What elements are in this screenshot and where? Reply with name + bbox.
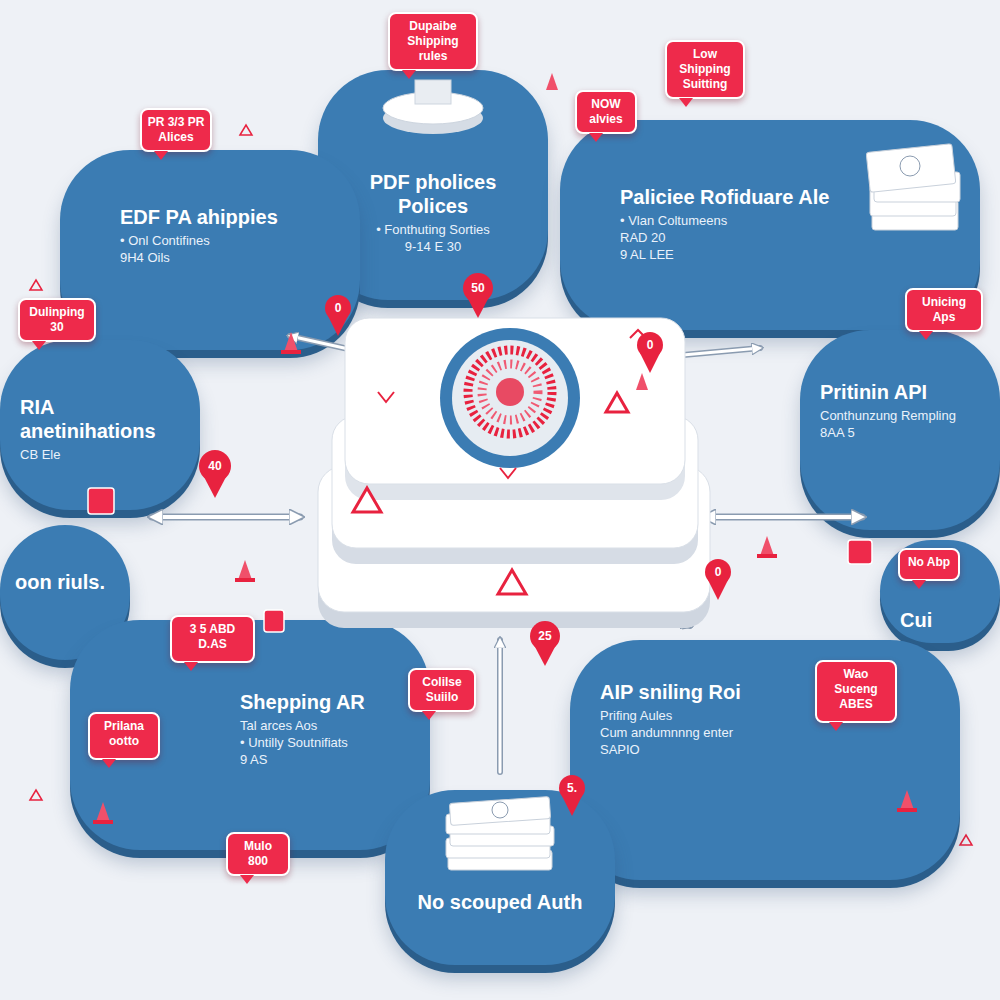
panel-heading: AIP sniling Roi	[600, 680, 810, 704]
panel-heading: EDF PA ahippies	[120, 205, 300, 229]
pin-number: 50	[471, 281, 484, 295]
panel-heading: oon riuls.	[15, 570, 115, 594]
panel-detail: • Onl Contifines	[120, 233, 300, 250]
callout-sign: NOW alvies	[575, 90, 637, 134]
sign-pedestal	[383, 80, 483, 134]
map-pins	[199, 273, 731, 816]
sign-text: Colilse Suiilo	[415, 675, 469, 705]
panel-detail: • Untilly Soutnifiats	[240, 735, 390, 752]
callout-sign: Colilse Suiilo	[408, 668, 476, 712]
callout-sign: 3 5 ABD D.AS	[170, 615, 255, 663]
policy-panel: RIA anetinihations CB Ele	[0, 340, 200, 510]
sign-text: Unicing Aps	[912, 295, 976, 325]
callout-sign: Low Shipping Suitting	[665, 40, 745, 99]
panel-detail: 9 AS	[240, 752, 390, 769]
sign-text: Dulinping 30	[25, 305, 89, 335]
panel-detail: 8AA 5	[820, 425, 985, 442]
callout-sign: Unicing Aps	[905, 288, 983, 332]
sign-text: Wao Suceng ABES	[822, 667, 890, 712]
panel-detail: Tal arces Aos	[240, 718, 390, 735]
panel-detail: CB Ele	[20, 447, 180, 464]
panel-detail: Conthunzung Rempling	[820, 408, 985, 425]
sign-text: Dupaibe Shipping rules	[395, 19, 471, 64]
callout-sign: Prilana ootto	[88, 712, 160, 760]
panel-heading: PDF pholices Polices	[338, 170, 528, 218]
callout-sign: No Abp	[898, 548, 960, 581]
pin-number: 0	[647, 338, 654, 352]
panel-detail: SAPIO	[600, 742, 810, 759]
pin-number: 5.	[567, 781, 577, 795]
callout-sign: Mulo 800	[226, 832, 290, 876]
callout-sign: PR 3/3 PR Alices	[140, 108, 212, 152]
panel-detail: Cum andumnnng enter	[600, 725, 810, 742]
paper-stack	[446, 797, 554, 870]
sign-text: 3 5 ABD D.AS	[177, 622, 248, 652]
callout-sign: Dulinping 30	[18, 298, 96, 342]
sign-text: Low Shipping Suitting	[672, 47, 738, 92]
pin-number: 40	[208, 459, 221, 473]
panel-heading: No scouped Auth	[405, 890, 595, 914]
callout-sign: Wao Suceng ABES	[815, 660, 897, 723]
policy-panel: AIP sniling RoiPrifing AulesCum andumnnn…	[570, 640, 960, 880]
paper-stack	[866, 144, 960, 230]
panel-detail: 9-14 E 30	[338, 239, 528, 256]
policy-panel: Pritinin API Conthunzung Rempling8AA 5	[800, 330, 1000, 530]
panel-heading: Shepping AR	[240, 690, 390, 714]
panel-heading: Cui	[900, 608, 985, 632]
sign-text: Mulo 800	[233, 839, 283, 869]
panel-detail: • Fonthuting Sorties	[338, 222, 528, 239]
central-platform	[318, 318, 710, 628]
panel-detail: 9 AL LEE	[620, 247, 850, 264]
flow-arrows	[152, 336, 862, 772]
sign-text: Prilana ootto	[95, 719, 153, 749]
panel-detail: • Vlan Coltumeens	[620, 213, 850, 230]
pin-number: 25	[538, 629, 551, 643]
callout-sign: Dupaibe Shipping rules	[388, 12, 478, 71]
panel-detail: RAD 20	[620, 230, 850, 247]
policy-panel: EDF PA ahippies • Onl Contifines9H4 Oils	[60, 150, 360, 350]
sign-text: NOW alvies	[582, 97, 630, 127]
panel-detail: Prifing Aules	[600, 708, 810, 725]
panel-heading: Paliciee Rofiduare Ale	[620, 185, 850, 209]
pin-number: 0	[335, 301, 342, 315]
pin-number: 0	[715, 565, 722, 579]
panel-detail: 9H4 Oils	[120, 250, 300, 267]
traffic-cones	[93, 73, 917, 824]
policy-panel: Shepping AR Tal arces Aos• Untilly Soutni…	[70, 620, 430, 850]
policy-panel: No scouped Auth	[385, 790, 615, 965]
cube-icon	[88, 488, 872, 632]
panel-heading: RIA anetinihations	[20, 395, 180, 443]
panel-heading: Pritinin API	[820, 380, 985, 404]
warning-icons	[353, 393, 628, 594]
sign-text: PR 3/3 PR Alices	[147, 115, 205, 145]
sign-text: No Abp	[905, 555, 953, 570]
policy-panel: Cui No Abp	[880, 540, 1000, 643]
